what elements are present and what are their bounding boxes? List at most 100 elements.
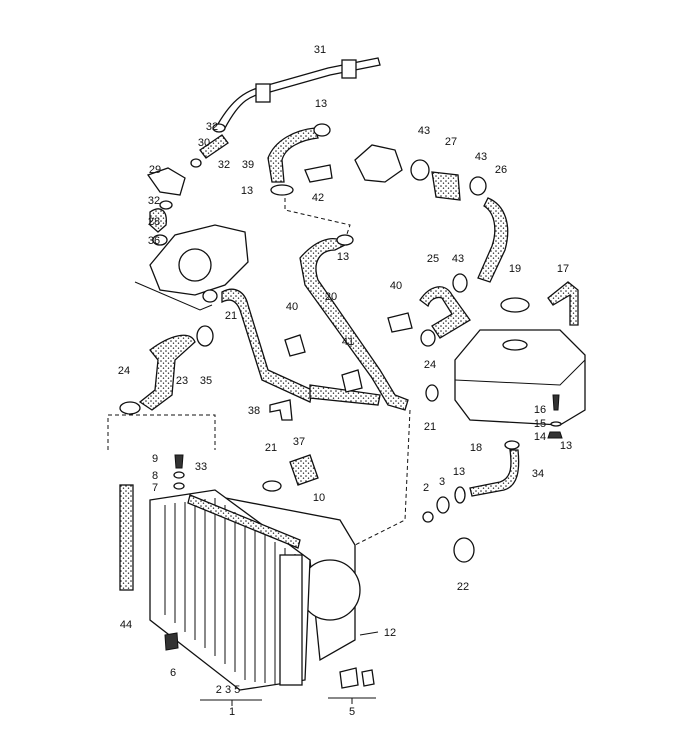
nut-14 bbox=[547, 431, 563, 439]
drain-plug-5 bbox=[339, 667, 359, 689]
label-13: 13 bbox=[337, 251, 349, 263]
clamp-13c bbox=[336, 234, 354, 246]
clamp-21c bbox=[262, 480, 282, 492]
label-2-3-5: 2 3 5 bbox=[216, 684, 240, 696]
label-21: 21 bbox=[424, 421, 436, 433]
label-19: 19 bbox=[509, 263, 521, 275]
thermostat-housing-29 bbox=[146, 167, 186, 196]
housing-fitting bbox=[354, 144, 403, 183]
clamp-32c bbox=[159, 200, 173, 210]
bracket-5 bbox=[328, 697, 376, 704]
washer-8 bbox=[173, 471, 185, 479]
clamp-13d bbox=[504, 440, 520, 450]
hose-28 bbox=[149, 208, 167, 233]
label-37: 37 bbox=[293, 436, 305, 448]
bolt-16 bbox=[552, 394, 560, 411]
label-3: 3 bbox=[439, 476, 445, 488]
seal-44 bbox=[119, 484, 134, 591]
label-6: 6 bbox=[170, 667, 176, 679]
label-34: 34 bbox=[532, 468, 544, 480]
clamp-35 bbox=[196, 325, 214, 347]
hose-17 bbox=[547, 281, 579, 326]
label-1: 1 bbox=[229, 706, 235, 718]
seal-33 bbox=[187, 494, 301, 549]
tank-seam bbox=[454, 359, 586, 386]
hose-39 bbox=[267, 127, 319, 183]
hose-26 bbox=[477, 197, 509, 283]
clamp-36 bbox=[152, 234, 168, 246]
clamp-13a bbox=[313, 123, 331, 137]
hose-21 bbox=[221, 288, 313, 403]
label-7: 7 bbox=[152, 482, 158, 494]
clamp-21a bbox=[202, 289, 218, 303]
label-23: 23 bbox=[176, 375, 188, 387]
label-24: 24 bbox=[424, 359, 436, 371]
label-36: 36 bbox=[148, 235, 160, 247]
clamp-43c bbox=[452, 273, 468, 293]
pump-impeller bbox=[178, 248, 212, 282]
nut-7 bbox=[173, 482, 185, 490]
label-8: 8 bbox=[152, 470, 158, 482]
label-24: 24 bbox=[118, 365, 130, 377]
label-14: 14 bbox=[534, 431, 546, 443]
label-21: 21 bbox=[225, 310, 237, 322]
label-13: 13 bbox=[453, 466, 465, 478]
label-41: 41 bbox=[342, 336, 354, 348]
label-30: 30 bbox=[198, 137, 210, 149]
label-5: 5 bbox=[349, 706, 355, 718]
clip-40b bbox=[387, 312, 413, 333]
clamp-13b bbox=[270, 184, 294, 196]
label-13: 13 bbox=[560, 440, 572, 452]
clamp-13e bbox=[454, 486, 466, 504]
radiator-1 bbox=[149, 489, 311, 691]
label-21: 21 bbox=[265, 442, 277, 454]
label-2: 2 bbox=[423, 482, 429, 494]
bolt-9 bbox=[174, 454, 184, 469]
hose-20 bbox=[299, 238, 409, 411]
clip-40a bbox=[284, 334, 306, 357]
cap-19 bbox=[500, 297, 530, 313]
clamp-31b bbox=[341, 59, 357, 79]
leader-pump bbox=[134, 281, 213, 311]
label-17: 17 bbox=[557, 263, 569, 275]
label-38: 38 bbox=[248, 405, 260, 417]
connector-27 bbox=[431, 171, 461, 201]
leader-radiator bbox=[344, 409, 411, 551]
label-12: 12 bbox=[384, 627, 396, 639]
label-40: 40 bbox=[390, 280, 402, 292]
leader-13 bbox=[284, 198, 351, 241]
screw-12 bbox=[359, 631, 379, 636]
label-27: 27 bbox=[445, 136, 457, 148]
label-39: 39 bbox=[242, 159, 254, 171]
plug-6 bbox=[164, 632, 179, 651]
fitting-3 bbox=[436, 496, 450, 514]
hose-30 bbox=[199, 134, 229, 159]
tank-neck bbox=[502, 339, 528, 351]
clamp-43b bbox=[469, 176, 487, 196]
clamp-24a bbox=[420, 329, 436, 347]
screw-5b bbox=[361, 669, 375, 687]
label-28: 28 bbox=[148, 216, 160, 228]
label-31: 31 bbox=[314, 44, 326, 56]
washer-15 bbox=[550, 421, 562, 427]
clamp-31a bbox=[255, 83, 271, 103]
clamp-32a bbox=[212, 123, 226, 133]
label-43: 43 bbox=[452, 253, 464, 265]
clamp-43a bbox=[410, 159, 430, 181]
leader-24 bbox=[107, 414, 216, 450]
label-33: 33 bbox=[195, 461, 207, 473]
clamp-32b bbox=[190, 158, 202, 168]
label-32: 32 bbox=[148, 195, 160, 207]
label-13: 13 bbox=[315, 98, 327, 110]
label-35: 35 bbox=[200, 375, 212, 387]
label-25: 25 bbox=[427, 253, 439, 265]
part-labels: 31 32 30 13 32 29 39 42 13 43 27 43 26 3… bbox=[118, 44, 572, 718]
label-32: 32 bbox=[206, 121, 218, 133]
clamp-21b bbox=[425, 384, 439, 402]
label-13: 13 bbox=[241, 185, 253, 197]
label-16: 16 bbox=[534, 404, 546, 416]
clip-41 bbox=[341, 369, 363, 393]
hose-25 bbox=[419, 286, 471, 339]
